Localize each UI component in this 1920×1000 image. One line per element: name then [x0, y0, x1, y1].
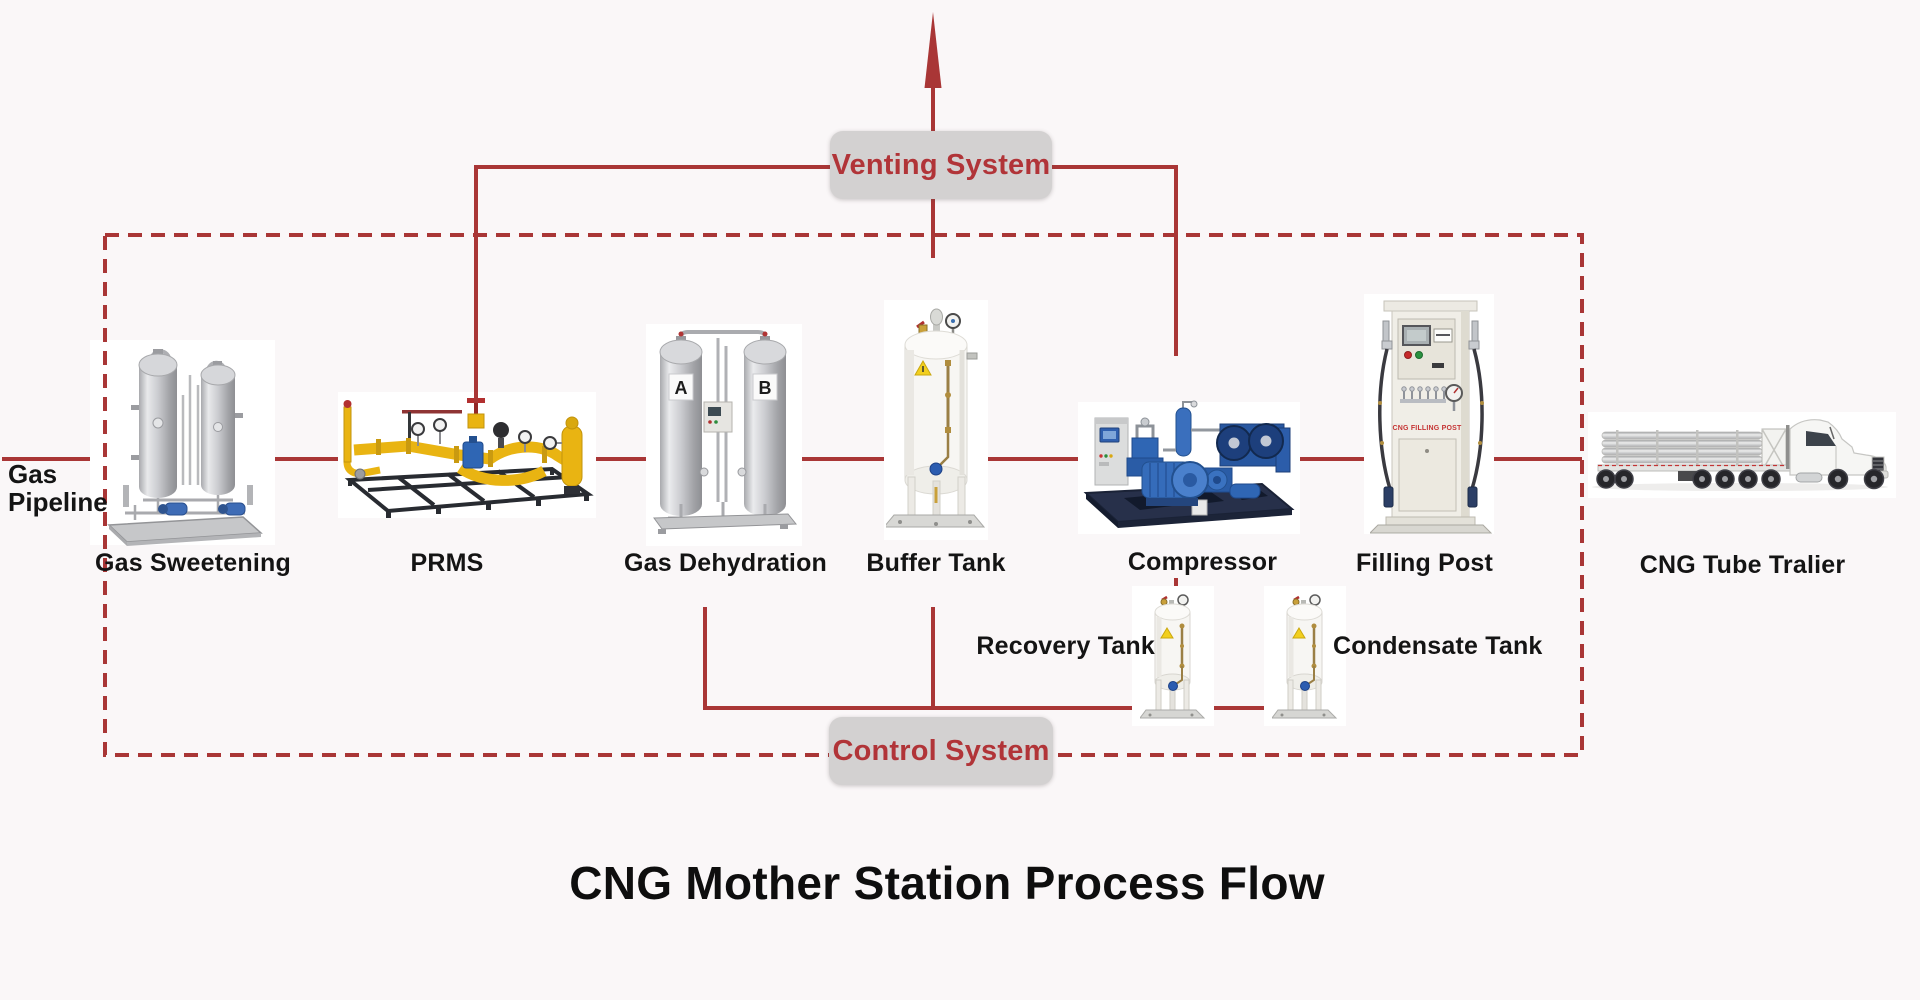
tube-bundle [1601, 428, 1787, 472]
equipment-condensate-tank [1272, 594, 1338, 719]
venting-system-label: Venting System [831, 148, 1051, 181]
equipment-cng-tube-trailer [1592, 419, 1889, 491]
equipment-gas-sweetening [107, 349, 263, 546]
control-system-box: Control System [829, 717, 1053, 785]
label-prms: PRMS [410, 549, 484, 577]
equipment-recovery-tank [1140, 594, 1206, 719]
equipment-prms [343, 398, 594, 518]
prms-gauges [411, 418, 532, 452]
label-gas-sweetening: Gas Sweetening [95, 549, 291, 577]
vessel-a-letter: A [675, 378, 688, 398]
control-system-label: Control System [832, 734, 1050, 767]
boundary-dashed-border [103, 233, 1584, 757]
label-cng-tube-trailer: CNG Tube Tralier [1639, 551, 1846, 579]
vessel-b-letter: B [759, 378, 772, 398]
equipment-filling-post: CNG FILLING POST [1370, 300, 1493, 534]
page-title: CNG Mother Station Process Flow [569, 857, 1325, 909]
equipment-compressor [1083, 400, 1295, 528]
trailer-wheels [1596, 468, 1885, 490]
venting-system-line [474, 86, 1178, 403]
label-gas-dehydration: Gas Dehydration [623, 549, 828, 577]
label-buffer-tank: Buffer Tank [866, 549, 1006, 577]
filling-post-manifold [1400, 386, 1447, 403]
label-filling-post: Filling Post [1355, 549, 1494, 577]
gas-pipeline-label: Gas Pipeline [8, 459, 108, 517]
vent-arrow-icon [924, 12, 942, 88]
equipment-gas-dehydration: A B [653, 330, 798, 534]
filling-post-panel-text: CNG FILLING POST [1393, 425, 1462, 432]
label-compressor: Compressor [1127, 548, 1278, 576]
label-condensate-tank: Condensate Tank [1333, 632, 1543, 660]
label-recovery-tank: Recovery Tank [976, 632, 1155, 660]
venting-system-box: Venting System [830, 131, 1052, 199]
equipment-buffer-tank [886, 308, 986, 528]
